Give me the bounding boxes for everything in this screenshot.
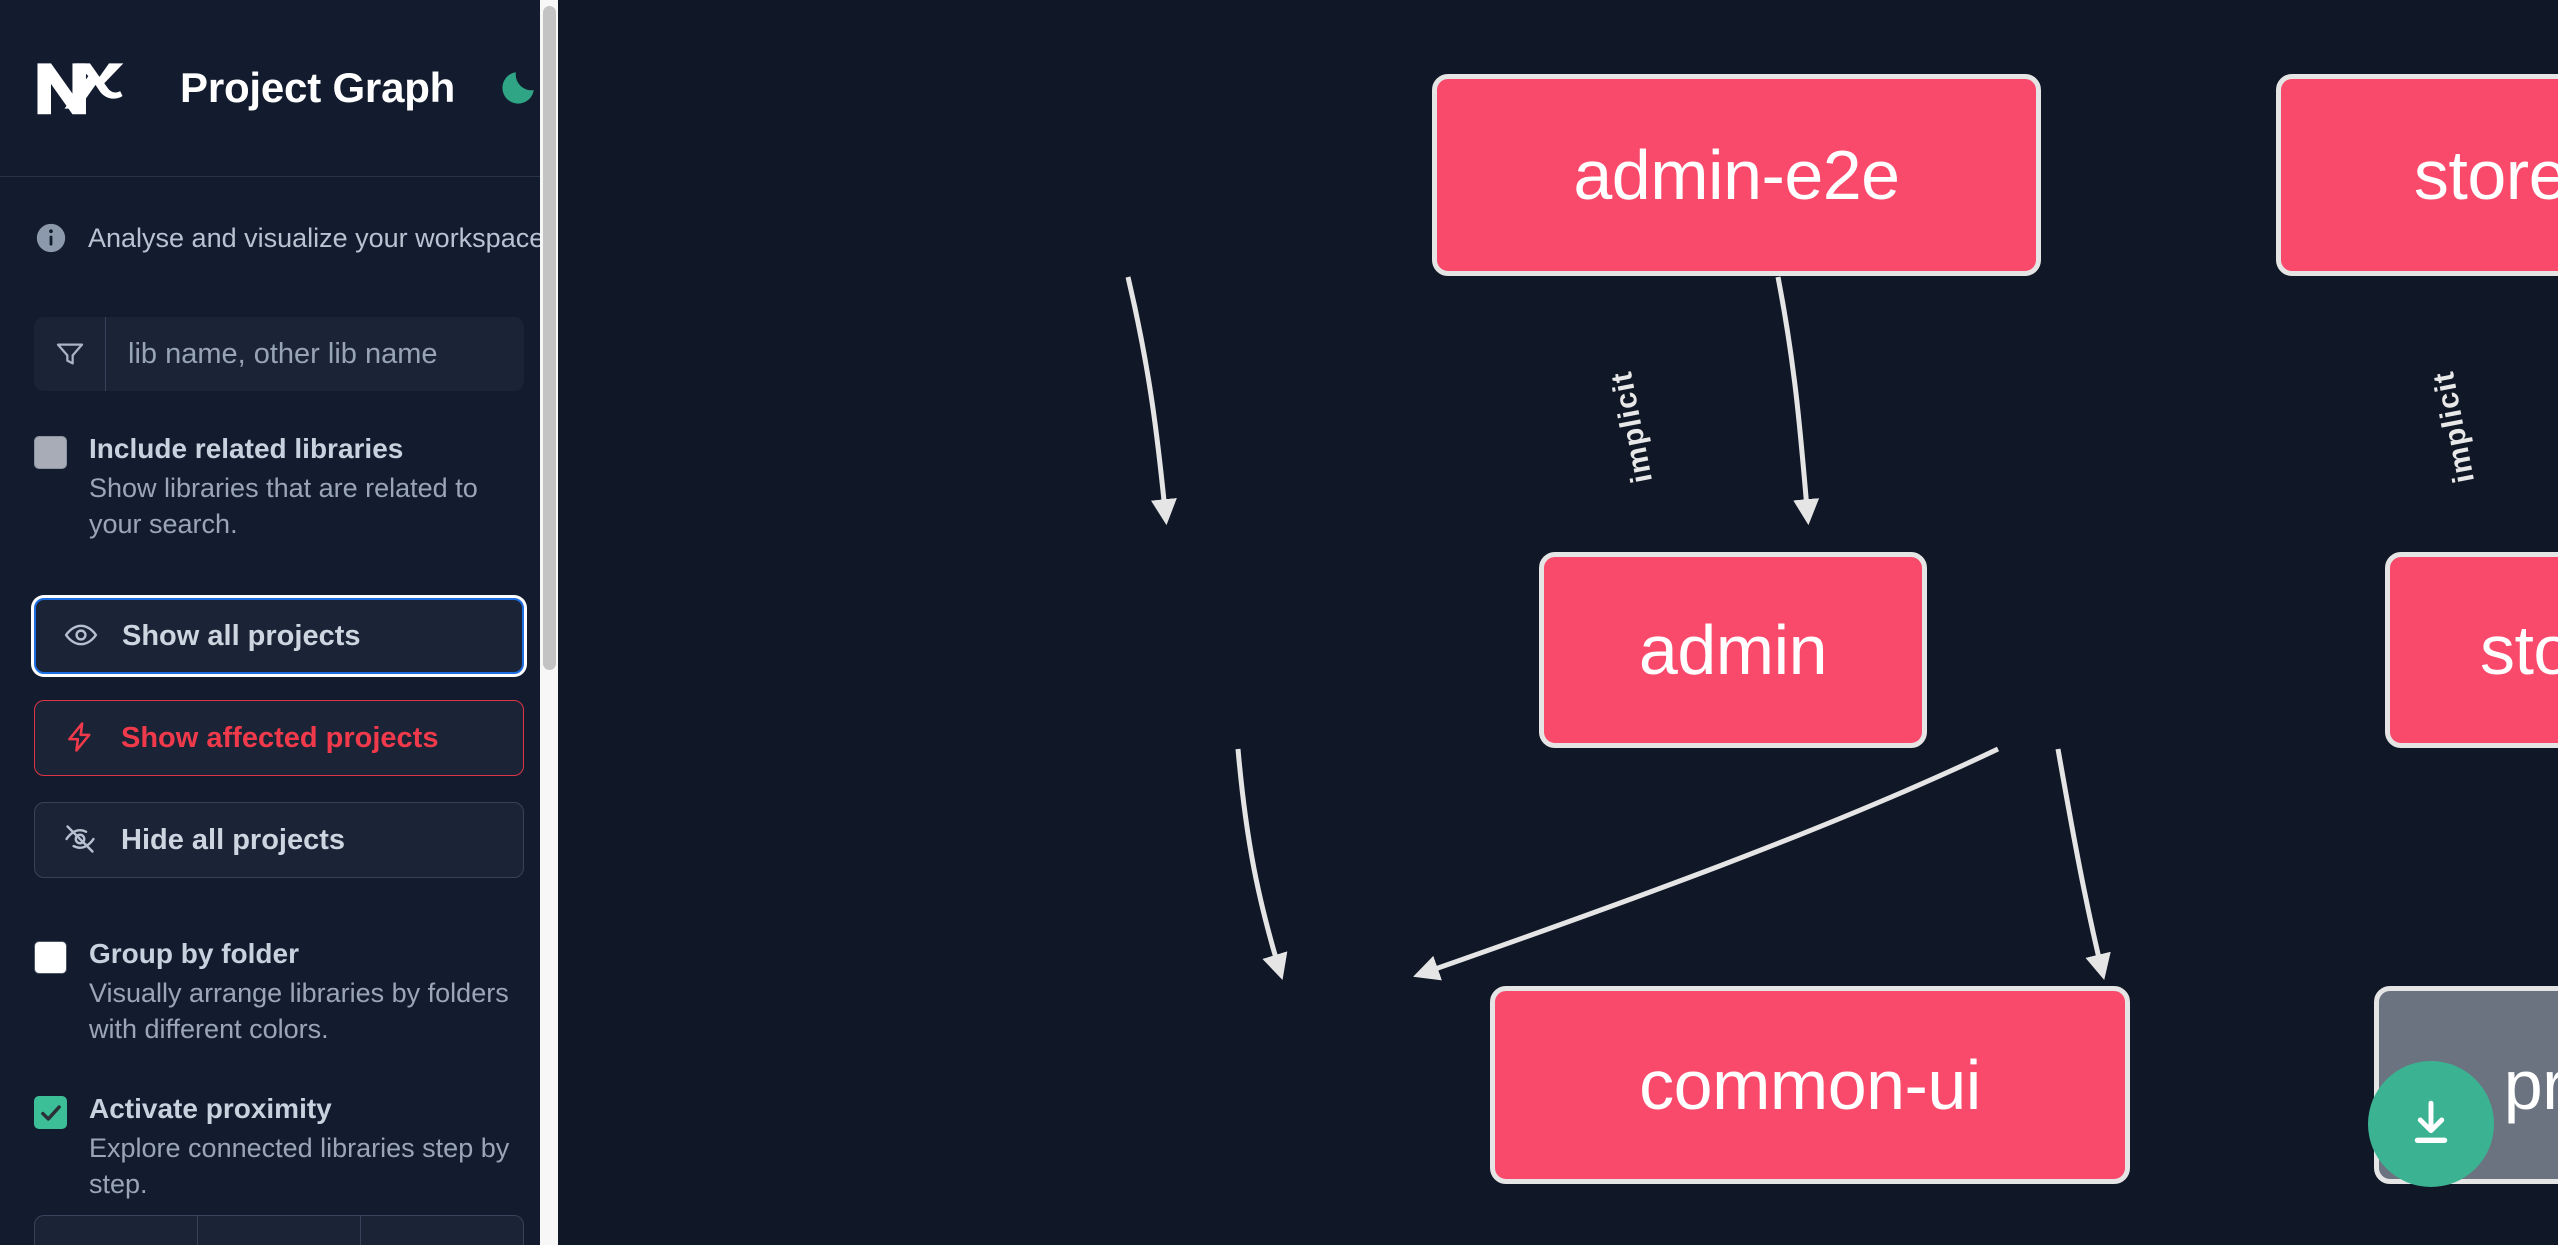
download-icon xyxy=(2403,1095,2459,1154)
edge-store-to-common-ui xyxy=(1413,746,2000,981)
eye-off-icon xyxy=(63,822,97,859)
nx-logo-icon xyxy=(34,57,130,119)
edge-store-e2e-to-store xyxy=(1775,276,1820,526)
sidebar-tagline: Analyse and visualize your workspace. xyxy=(34,177,552,265)
button-label: Show all projects xyxy=(122,619,361,652)
graph-node-store-e2e[interactable]: store-e2e xyxy=(2276,74,2558,276)
sidebar: Project Graph Analyse and visualize your… xyxy=(0,0,558,1245)
option-desc: Explore connected libraries step by step… xyxy=(89,1133,510,1200)
graph-node-common-ui[interactable]: common-ui xyxy=(1490,986,2130,1184)
eye-icon xyxy=(64,618,98,655)
page-title: Project Graph xyxy=(180,64,456,111)
option-title: Activate proximity xyxy=(89,1093,332,1125)
moon-icon[interactable] xyxy=(497,64,539,112)
checkbox-activate-proximity[interactable] xyxy=(34,1096,67,1130)
edge-admin-e2e-to-admin xyxy=(1125,276,1177,526)
download-graph-button[interactable] xyxy=(2368,1061,2494,1187)
bottom-group-segment-2[interactable] xyxy=(198,1216,361,1245)
option-group-by-folder[interactable]: Group by folder Visually arrange librari… xyxy=(34,936,524,1047)
option-include-related-libraries[interactable]: Include related libraries Show libraries… xyxy=(34,431,524,542)
graph-node-admin[interactable]: admin xyxy=(1539,552,1927,748)
checkbox-include-related-libraries[interactable] xyxy=(34,436,67,469)
search-input[interactable] xyxy=(106,317,524,391)
button-label: Hide all projects xyxy=(121,823,346,856)
graph-node-store[interactable]: store xyxy=(2385,552,2558,748)
graph-edges xyxy=(1125,276,2111,981)
search-field[interactable] xyxy=(34,317,524,391)
checkbox-group-by-folder[interactable] xyxy=(34,941,67,975)
graph-canvas[interactable]: admin-e2e store-e2e admin store common-u… xyxy=(558,0,2558,1245)
node-label: store xyxy=(2479,611,2558,689)
option-desc: Show libraries that are related to your … xyxy=(89,472,478,539)
option-desc: Visually arrange libraries by folders wi… xyxy=(89,978,509,1045)
node-label: admin-e2e xyxy=(1573,136,1900,214)
graph-node-admin-e2e[interactable]: admin-e2e xyxy=(1432,74,2041,276)
bottom-group-segment-1[interactable] xyxy=(35,1216,198,1245)
edge-store-to-products xyxy=(2055,748,2111,981)
sidebar-scrollbar[interactable] xyxy=(540,0,558,1245)
node-label: store-e2e xyxy=(2413,136,2558,214)
sidebar-scrollbar-thumb[interactable] xyxy=(543,6,556,670)
bottom-group-segment-3[interactable] xyxy=(361,1216,523,1245)
visibility-button-group: Show all projects Show affected projects xyxy=(34,598,524,879)
hide-all-projects-button[interactable]: Hide all projects xyxy=(34,802,524,879)
sidebar-bottom-button-group[interactable] xyxy=(34,1215,524,1245)
option-activate-proximity[interactable]: Activate proximity Explore connected lib… xyxy=(34,1091,524,1202)
option-title: Include related libraries xyxy=(89,433,404,464)
node-label: common-ui xyxy=(1639,1046,1981,1124)
button-label: Show affected projects xyxy=(121,721,439,754)
info-circle-icon xyxy=(34,221,68,255)
option-title: Group by folder xyxy=(89,938,299,970)
sidebar-header: Project Graph xyxy=(0,0,558,177)
show-all-projects-button[interactable]: Show all projects xyxy=(34,598,524,675)
node-label: admin xyxy=(1638,611,1828,689)
bolt-icon xyxy=(63,720,97,757)
sidebar-tagline-text: Analyse and visualize your workspace. xyxy=(88,222,552,253)
node-label: products xyxy=(2503,1046,2558,1124)
show-affected-projects-button[interactable]: Show affected projects xyxy=(34,700,524,777)
sidebar-body: Analyse and visualize your workspace. In… xyxy=(0,177,558,1203)
edge-admin-to-common-ui xyxy=(1235,748,1288,980)
filter-icon xyxy=(34,317,106,391)
